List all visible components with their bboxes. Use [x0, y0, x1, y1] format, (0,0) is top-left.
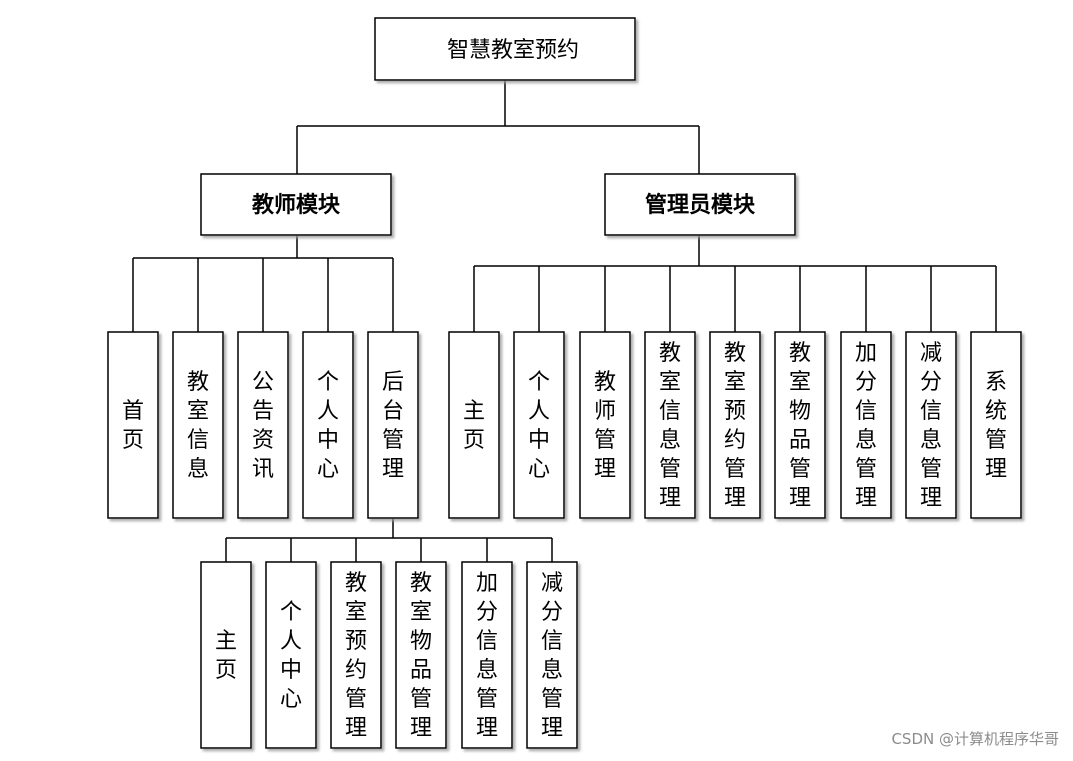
admin-child-node: 系统管理 [970, 331, 1022, 519]
child-label: 教室信息 [187, 370, 209, 482]
child-box [644, 331, 696, 519]
child-box [774, 331, 826, 519]
child-label: 教室预约管理 [724, 341, 746, 511]
child-label: 个人中心 [528, 370, 550, 482]
child-box [448, 331, 500, 519]
child-label: 加分信息管理 [855, 341, 877, 511]
child-label: 个人中心 [317, 370, 339, 482]
root-label: 智慧教室预约 [447, 38, 579, 63]
child-label: 教师管理 [594, 370, 616, 482]
child-label: 教室信息管理 [659, 341, 681, 511]
child-box [395, 561, 447, 749]
admin-module-node: 管理员模块 [604, 173, 796, 236]
child-box [526, 561, 578, 749]
admin-child-node: 教师管理 [579, 331, 631, 519]
backend-child-node: 教室物品管理 [395, 561, 447, 749]
teacher-module-children: 首页 教室信息 公告资讯 个人中心 后台管理 [107, 331, 419, 519]
child-label: 首页 [122, 399, 144, 453]
child-label: 减分信息管理 [920, 341, 942, 511]
child-label: 主页 [215, 629, 237, 683]
backend-module-children: 主页 个人中心 教室预约管理 教室物品管理 加分信息管理 减分信息管理 [200, 561, 578, 749]
admin-child-node: 加分信息管理 [840, 331, 892, 519]
child-box [367, 331, 419, 519]
child-box [200, 561, 252, 749]
child-box [107, 331, 159, 519]
child-box [265, 561, 317, 749]
teacher-child-node: 公告资讯 [237, 331, 289, 519]
child-box [970, 331, 1022, 519]
child-label: 教室物品管理 [410, 571, 432, 741]
backend-child-node: 减分信息管理 [526, 561, 578, 749]
admin-child-node: 个人中心 [513, 331, 565, 519]
admin-child-node: 减分信息管理 [905, 331, 957, 519]
child-box [709, 331, 761, 519]
child-label: 个人中心 [280, 600, 302, 712]
teacher-child-node: 首页 [107, 331, 159, 519]
teacher-child-node: 教室信息 [172, 331, 224, 519]
child-box [330, 561, 382, 749]
child-box [579, 331, 631, 519]
admin-child-node: 教室信息管理 [644, 331, 696, 519]
teacher-child-node: 后台管理 [367, 331, 419, 519]
backend-child-node: 教室预约管理 [330, 561, 382, 749]
child-box [461, 561, 513, 749]
child-box [905, 331, 957, 519]
child-label: 主页 [463, 399, 485, 453]
child-box [237, 331, 289, 519]
child-box [172, 331, 224, 519]
teacher-module-node: 教师模块 [200, 173, 392, 236]
child-label: 后台管理 [382, 370, 404, 482]
child-label: 教室预约管理 [345, 571, 367, 741]
child-label: 加分信息管理 [476, 571, 498, 741]
watermark-text: CSDN @计算机程序华哥 [891, 730, 1059, 748]
backend-child-node: 个人中心 [265, 561, 317, 749]
child-box [513, 331, 565, 519]
backend-connector [225, 518, 553, 562]
root-node: 智慧教室预约 [374, 17, 636, 81]
admin-module-label: 管理员模块 [645, 192, 756, 218]
admin-child-node: 主页 [448, 331, 500, 519]
child-label: 公告资讯 [252, 370, 274, 482]
child-box [302, 331, 354, 519]
root-connector [296, 80, 700, 174]
child-box [840, 331, 892, 519]
admin-module-children: 主页 个人中心 教师管理 教室信息管理 教室预约管理 教室物品管理 加分信息管理 减分信息管理… [448, 331, 1022, 519]
backend-child-node: 主页 [200, 561, 252, 749]
teacher-connector [132, 235, 394, 332]
child-label: 教室物品管理 [789, 341, 811, 511]
admin-connector [473, 235, 997, 332]
backend-child-node: 加分信息管理 [461, 561, 513, 749]
child-label: 系统管理 [985, 370, 1007, 482]
admin-child-node: 教室预约管理 [709, 331, 761, 519]
admin-child-node: 教室物品管理 [774, 331, 826, 519]
child-label: 减分信息管理 [541, 571, 563, 741]
teacher-module-label: 教师模块 [252, 192, 341, 218]
connector-lines [132, 80, 997, 562]
teacher-child-node: 个人中心 [302, 331, 354, 519]
